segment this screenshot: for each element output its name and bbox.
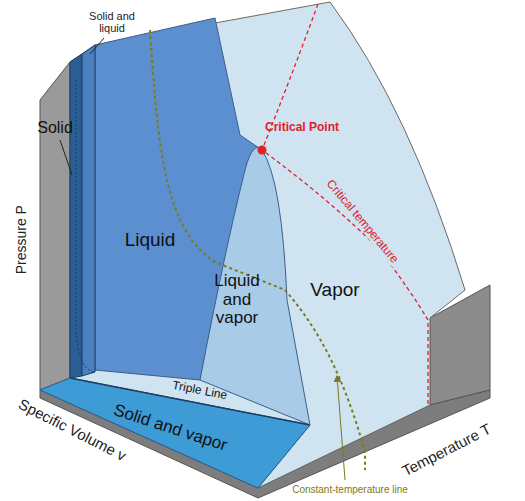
leader-line xyxy=(60,140,72,175)
vapor-region xyxy=(70,2,465,488)
leader-label: Constant-temperature line xyxy=(292,484,408,495)
region-label: Liquid xyxy=(125,230,176,251)
critical-point-dot xyxy=(258,146,267,155)
triple-line xyxy=(70,378,310,425)
region-label: Solid and liquid xyxy=(81,10,143,34)
solid-curve xyxy=(76,80,95,372)
point-label: Critical Point xyxy=(265,121,339,134)
critical-temperature-line xyxy=(262,4,428,404)
left-wall xyxy=(40,62,70,390)
region-label: Liquid and vapor xyxy=(201,272,273,328)
leader-line xyxy=(337,376,345,480)
axis-label: Pressure P xyxy=(14,205,29,274)
liquid-vapor-dome xyxy=(200,148,310,426)
constant-temperature-line xyxy=(150,30,365,470)
region-label: Solid xyxy=(37,119,73,137)
solid-liquid-region xyxy=(82,45,95,376)
leader-line xyxy=(90,38,104,54)
region-label: Vapor xyxy=(310,280,359,301)
